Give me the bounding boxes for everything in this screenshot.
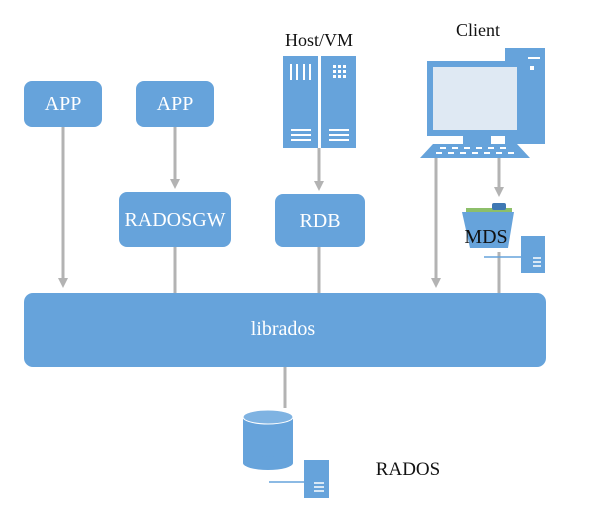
app-left-label: APP (45, 93, 82, 115)
host-vm-label: Host/VM (285, 30, 353, 50)
app-right-label: APP (157, 93, 194, 115)
radosgw-label: RADOSGW (124, 209, 225, 231)
rados-label: RADOS (376, 459, 440, 480)
server-rack-icon (283, 56, 356, 148)
rdb-label: RDB (299, 210, 340, 232)
librados-label: librados (251, 318, 316, 340)
desktop-computer-icon (420, 48, 545, 158)
librados-box: librados (24, 293, 546, 367)
rdb-box: RDB (275, 194, 365, 247)
folder-server-icon (462, 203, 545, 273)
database-server-icon (242, 409, 329, 498)
mds-label: MDS (464, 226, 507, 248)
app-left-box: APP (24, 81, 102, 127)
radosgw-box: RADOSGW (119, 192, 231, 247)
app-right-box: APP (136, 81, 214, 127)
connectors (58, 127, 504, 408)
client-label: Client (456, 20, 500, 40)
